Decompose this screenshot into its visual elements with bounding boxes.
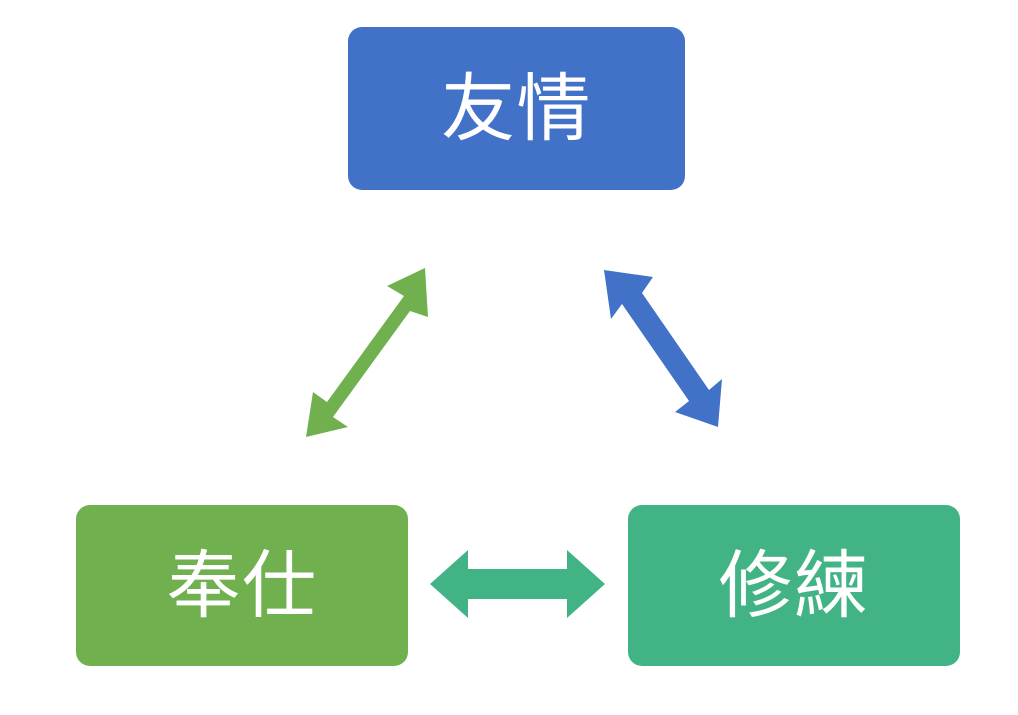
node-service-label: 奉仕 — [166, 542, 318, 629]
double-arrow-icon-service-training — [430, 550, 605, 618]
node-training[interactable]: 修練 — [628, 505, 960, 666]
node-training-label: 修練 — [718, 542, 870, 629]
node-friendship-label: 友情 — [441, 65, 592, 152]
node-friendship[interactable]: 友情 — [348, 27, 685, 190]
double-arrow-icon-service-friendship — [306, 268, 428, 437]
double-arrow-icon-training-friendship — [604, 270, 722, 427]
node-service[interactable]: 奉仕 — [76, 505, 408, 666]
